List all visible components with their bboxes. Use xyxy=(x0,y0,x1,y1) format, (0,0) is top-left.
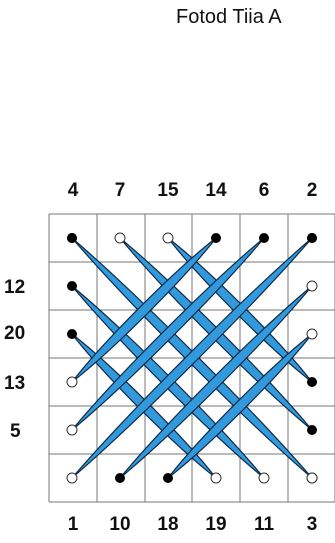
bottom-number: 19 xyxy=(205,514,226,535)
open-hole-marker xyxy=(115,233,125,243)
filled-hole-marker xyxy=(307,425,317,435)
top-number: 2 xyxy=(307,180,318,201)
top-number: 14 xyxy=(205,180,227,201)
left-number: 12 xyxy=(4,277,25,298)
filled-hole-marker xyxy=(307,377,317,387)
left-number: 5 xyxy=(10,421,21,442)
bottom-number: 1 xyxy=(68,514,79,535)
top-number: 4 xyxy=(68,180,79,201)
top-number: 15 xyxy=(157,180,179,201)
open-hole-marker xyxy=(163,233,173,243)
filled-hole-marker xyxy=(307,233,317,243)
filled-hole-marker xyxy=(67,329,77,339)
filled-hole-marker xyxy=(67,281,77,291)
filled-hole-marker xyxy=(211,233,221,243)
filled-hole-marker xyxy=(67,233,77,243)
bottom-number: 11 xyxy=(254,514,275,535)
open-hole-marker xyxy=(259,473,269,483)
left-number: 13 xyxy=(4,373,25,394)
open-hole-marker xyxy=(307,281,317,291)
open-hole-marker xyxy=(67,377,77,387)
open-hole-marker xyxy=(307,473,317,483)
filled-hole-marker xyxy=(163,473,173,483)
open-hole-marker xyxy=(211,473,221,483)
filled-hole-marker xyxy=(259,233,269,243)
top-number: 6 xyxy=(259,180,270,201)
bottom-number: 18 xyxy=(157,514,178,535)
left-number: 20 xyxy=(4,323,25,344)
top-number: 7 xyxy=(115,180,126,201)
open-hole-marker xyxy=(67,473,77,483)
open-hole-marker xyxy=(67,425,77,435)
bottom-number: 10 xyxy=(109,514,130,535)
bottom-number: 3 xyxy=(307,514,318,535)
filled-hole-marker xyxy=(115,473,125,483)
open-hole-marker xyxy=(307,329,317,339)
